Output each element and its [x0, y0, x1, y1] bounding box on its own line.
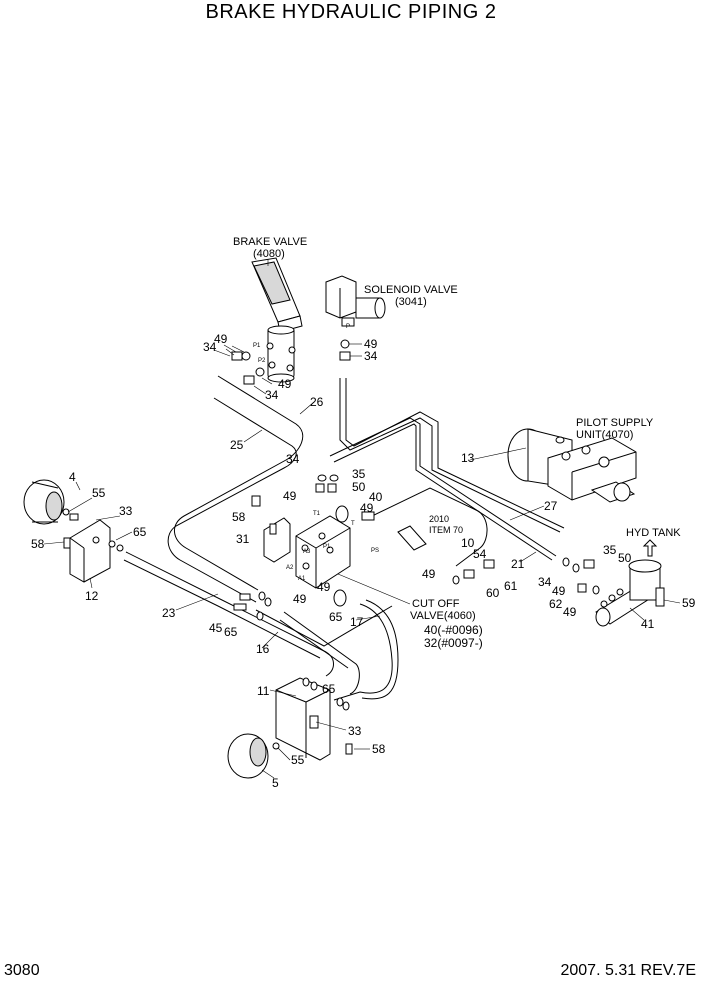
hyd-tank-fitting: [595, 539, 665, 627]
leader-lines: [43, 344, 681, 779]
callout: 49: [422, 567, 436, 581]
port-label-ps: PS: [371, 548, 379, 554]
cut-off-valve-label: CUT OFF: [412, 598, 460, 610]
port-label-p2: P2: [258, 358, 266, 364]
callout: 25: [230, 438, 244, 452]
callout: 65: [133, 525, 147, 539]
callout: 60: [486, 586, 500, 600]
callout: 33: [119, 504, 133, 518]
callout: 58: [232, 510, 246, 524]
callout: 55: [92, 486, 106, 500]
callout: 10: [461, 536, 475, 550]
callout: 49: [563, 605, 577, 619]
callout: 50: [618, 551, 632, 565]
callout: 16: [256, 642, 270, 656]
pilot-supply-unit: [507, 428, 637, 503]
callout: 23: [162, 606, 176, 620]
port-label-t: T: [351, 521, 355, 527]
pilot-supply-number: UNIT(4070): [576, 429, 633, 441]
cut-off-valve: T1 T A3 P1 PS A2 A1: [286, 511, 379, 589]
callout: 40: [369, 490, 383, 504]
callout: 49: [278, 377, 292, 391]
bracket-11: [275, 677, 331, 761]
callout: 5: [272, 776, 279, 790]
serial-note-40: 40(-#0096): [424, 623, 483, 637]
accumulator-5: [227, 733, 269, 779]
callout: 11: [257, 684, 270, 698]
callout: 49: [552, 584, 566, 598]
callout: 26: [310, 395, 324, 409]
callout: 13: [461, 451, 475, 465]
callout: 58: [372, 742, 386, 756]
item-ref-70: ITEM 70: [429, 525, 463, 535]
callout: 59: [682, 596, 696, 610]
port-label-p1: P1: [253, 343, 261, 349]
port-label-a2: A2: [286, 565, 294, 571]
solenoid-valve: P: [325, 275, 386, 330]
brake-valve: P1 P2: [251, 257, 303, 383]
port-label-a1: A1: [298, 576, 306, 582]
callout: 4: [69, 470, 76, 484]
hoses: [123, 375, 565, 701]
callout: 54: [473, 547, 487, 561]
callout: 49: [283, 489, 297, 503]
callout: 58: [31, 537, 45, 551]
accumulator-4: [23, 479, 65, 525]
page-number: 3080: [4, 962, 40, 979]
callout: 33: [348, 724, 362, 738]
callout: 17: [350, 615, 364, 629]
callout: 34: [265, 388, 279, 402]
callout: 35: [352, 467, 366, 481]
callout: 31: [236, 532, 250, 546]
callouts: 49 34 49 34 49 34 26 25 4 55 33 65 58 12…: [31, 332, 696, 790]
solenoid-valve-number: (3041): [395, 296, 427, 308]
callout: 49: [364, 337, 378, 351]
callout: 41: [641, 617, 655, 631]
port-label-p1-cutoff: P1: [323, 544, 331, 550]
callout: 12: [85, 589, 99, 603]
bracket-12: [69, 519, 111, 583]
callout: 27: [544, 499, 558, 513]
callout: 34: [203, 340, 217, 354]
fittings: [233, 436, 600, 711]
callout: 34: [538, 575, 552, 589]
callout: 34: [286, 452, 300, 466]
bracket-31: [263, 517, 291, 563]
callout: 21: [511, 557, 525, 571]
callout: 62: [549, 597, 563, 611]
brake-valve-number: (4080): [253, 248, 285, 260]
callout: 50: [352, 480, 366, 494]
port-label-t1: T1: [313, 511, 321, 517]
item-ref-2010: 2010: [429, 514, 449, 524]
port-label-a3: A3: [303, 549, 311, 555]
serial-note-32: 32(#0097-): [424, 636, 483, 650]
callout: 65: [224, 625, 238, 639]
solenoid-valve-label: SOLENOID VALVE: [364, 284, 458, 296]
callout: 49: [317, 580, 331, 594]
revision-date: 2007. 5.31 REV.7E: [560, 962, 696, 979]
brake-valve-label: BRAKE VALVE: [233, 236, 307, 248]
callout: 49: [214, 332, 228, 346]
callout: 65: [322, 682, 336, 696]
port-label-p: P: [346, 324, 350, 330]
callout: 55: [291, 753, 305, 767]
callout: 61: [504, 579, 518, 593]
callout: 65: [329, 610, 343, 624]
cut-off-valve-number: VALVE(4060): [410, 610, 476, 622]
pilot-supply-label: PILOT SUPPLY: [576, 417, 654, 429]
page-title: BRAKE HYDRAULIC PIPING 2: [205, 1, 497, 23]
callout: 34: [364, 349, 378, 363]
callout: 45: [209, 621, 223, 635]
hyd-tank-label: HYD TANK: [626, 527, 681, 539]
callout: 49: [293, 592, 307, 606]
callout: 35: [603, 543, 617, 557]
callout: 49: [360, 501, 374, 515]
